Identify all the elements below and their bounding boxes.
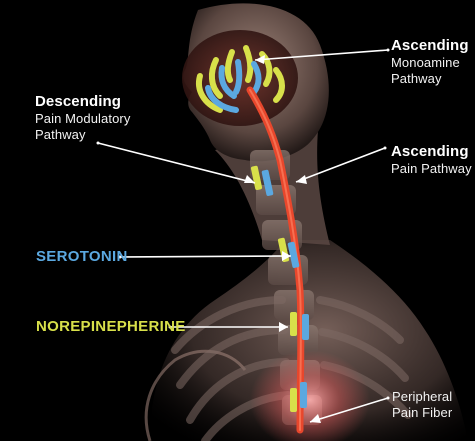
label-ascending-monoamine-heading: Ascending — [391, 37, 469, 55]
label-descending-heading: Descending — [35, 93, 130, 111]
label-peripheral-line2: Pain Fiber — [392, 405, 452, 421]
label-descending-pain-modulatory: Descending Pain Modulatory Pathway — [35, 93, 130, 143]
label-serotonin: SEROTONIN — [36, 248, 128, 265]
label-ascending-monoamine: Ascending Monoamine Pathway — [391, 37, 469, 87]
label-ascending-monoamine-line2: Pathway — [391, 71, 469, 87]
label-peripheral-pain-fiber: Peripheral Pain Fiber — [392, 389, 452, 421]
label-peripheral-line1: Peripheral — [392, 389, 452, 405]
label-norepinephrine: NOREPINEPHERINE — [36, 318, 186, 335]
label-ascending-pain: Ascending Pain Pathway — [391, 143, 472, 177]
label-ascending-monoamine-line1: Monoamine — [391, 55, 469, 71]
label-descending-line2: Pathway — [35, 127, 130, 143]
label-descending-line1: Pain Modulatory — [35, 111, 130, 127]
arrow-serotonin — [120, 256, 291, 257]
label-ascending-pain-heading: Ascending — [391, 143, 472, 161]
label-ascending-pain-line1: Pain Pathway — [391, 161, 472, 177]
